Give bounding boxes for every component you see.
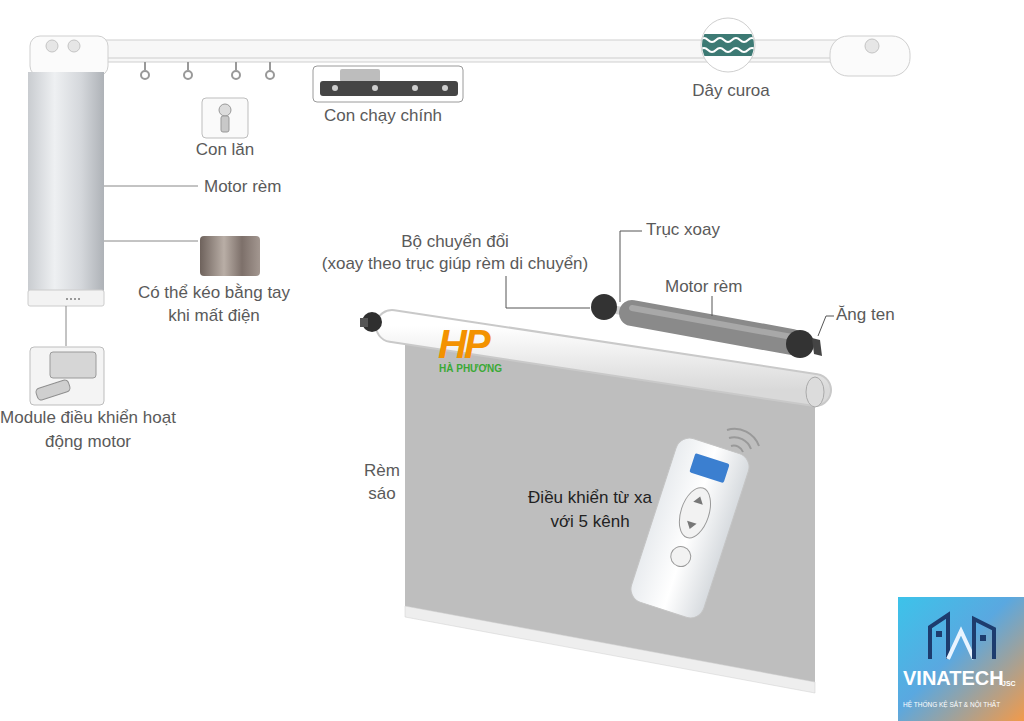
belt-teeth — [700, 38, 756, 42]
roller-wheel — [219, 104, 231, 116]
belt-teeth — [700, 48, 756, 52]
hook-ring — [141, 71, 149, 79]
part-label: Trục xoay — [646, 220, 720, 239]
module-thumbnail — [30, 347, 104, 405]
end-plug-pin — [360, 318, 368, 327]
part-label: Dây curoa — [692, 81, 769, 100]
wrap-spacer — [300, 231, 395, 253]
hook-stem — [269, 62, 271, 70]
slider-top — [340, 69, 380, 82]
logo-text: JSC — [1002, 680, 1016, 687]
part-label: Bộ chuyển đổi (xoay theo trục giúp rèm d… — [322, 232, 588, 273]
fabric-thumbnail — [200, 236, 260, 276]
motor-end-cap — [786, 330, 814, 358]
leader-line — [620, 231, 642, 302]
curtain-motor — [28, 72, 104, 297]
remote-button — [668, 544, 693, 569]
leader-line — [104, 241, 198, 242]
leader-line — [506, 276, 590, 308]
label-box: Dây curoa — [676, 80, 786, 102]
slider-thumbnail — [313, 66, 463, 102]
module-housing — [50, 352, 96, 378]
part-label: Con lăn — [196, 140, 255, 159]
label-box: Điều khiển từ xa với 5 kênh — [520, 486, 660, 534]
rail-end-cap — [830, 36, 910, 76]
note-label: Có thể kéo bằng tay khi mất điện — [138, 283, 290, 325]
leader-line — [66, 306, 67, 346]
hook-ring — [266, 71, 274, 79]
hook-stem — [187, 62, 189, 70]
signal-arc — [727, 429, 759, 446]
leader-line — [104, 186, 198, 187]
remote-body — [627, 434, 752, 621]
remote-arrows — [685, 495, 705, 530]
part-label: Module điều khiển hoạt động motor — [0, 408, 176, 451]
slider-bolt — [412, 85, 418, 91]
wrap-spacer — [515, 231, 610, 253]
logo-text: HỆ THỐNG KỆ SẮT & NỘI THẤT — [903, 701, 1000, 708]
remote-control — [627, 434, 752, 621]
tube-motor — [632, 313, 792, 342]
adapter — [591, 294, 617, 320]
belt-sample — [701, 18, 755, 72]
signal-arc — [729, 437, 751, 449]
logo-text: VINATECH — [903, 667, 1004, 690]
label-box: Trục xoay — [646, 219, 746, 241]
part-label: Rèm sáo — [364, 461, 400, 503]
part-label: Motor rèm — [665, 277, 742, 296]
belt-pattern — [700, 34, 756, 56]
hook-stem — [235, 62, 237, 70]
part-label: Con chạy chính — [324, 106, 442, 125]
label-box: Con lăn — [185, 139, 265, 161]
hook-ring — [184, 71, 192, 79]
vent-detail — [66, 298, 80, 300]
label-box: Có thể kéo bằng tay khi mất điện — [129, 281, 299, 327]
hook-ring — [232, 71, 240, 79]
module-board — [35, 379, 71, 401]
roller-stem — [221, 116, 229, 132]
slider-bolt — [442, 85, 448, 91]
motor-bottom-cap — [28, 290, 104, 306]
hook-stem — [144, 62, 146, 70]
blind-bottom-bar — [405, 606, 815, 693]
leader-line — [818, 316, 834, 336]
label-box: HP — [438, 322, 518, 366]
slider-bolt — [372, 85, 378, 91]
leader-line — [712, 296, 713, 316]
belt-band — [700, 34, 756, 56]
watermark: HÀ PHƯƠNG — [439, 363, 502, 374]
logo-box: VINATECHJSC HỆ THỐNG KỆ SẮT & NỘI THẤT — [898, 597, 1024, 721]
watermark: HP — [438, 322, 488, 366]
label-box: Motor rèm — [204, 176, 314, 198]
label-box: Motor rèm — [665, 276, 775, 298]
curtain-hooks — [141, 62, 274, 79]
signal-arc — [731, 446, 743, 452]
signal-waves — [727, 429, 759, 452]
gear-detail — [68, 40, 80, 52]
label-box: Module điều khiển hoạt động motor — [0, 406, 176, 454]
slider-bolt — [332, 85, 338, 91]
label-box: Bộ chuyển đổi (xoay theo trục giúp rèm d… — [300, 231, 610, 275]
label-box: Rèm sáo — [352, 459, 412, 505]
part-label: Điều khiển từ xa với 5 kênh — [528, 488, 652, 531]
remote-button — [674, 484, 717, 542]
label-box: Ăng ten — [836, 304, 916, 326]
remote-screen — [689, 453, 729, 483]
part-label: Motor rèm — [204, 177, 281, 196]
label-box: HÀ PHƯƠNG — [439, 363, 529, 375]
label-box: Con chạy chính — [303, 105, 463, 127]
pulley-detail — [865, 39, 879, 53]
gear-detail — [46, 40, 58, 52]
roller-thumbnail — [202, 98, 248, 138]
part-label: Ăng ten — [836, 305, 895, 324]
tube-end — [806, 377, 824, 407]
slider-body — [320, 81, 458, 96]
antenna — [812, 338, 822, 356]
motor-head — [30, 36, 108, 76]
